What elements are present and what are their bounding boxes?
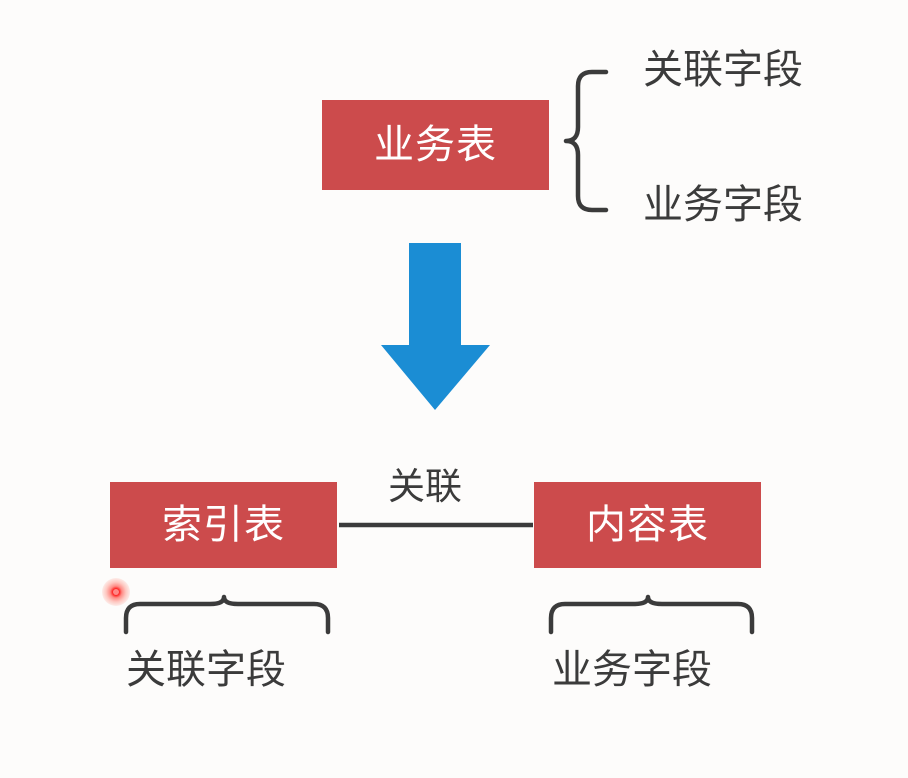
box-business-table[interactable]: 业务表 <box>322 100 549 190</box>
right-curly-brace-icon <box>563 69 609 213</box>
label-bottom-business-field: 业务字段 <box>552 647 712 693</box>
up-curly-brace-right-icon <box>548 594 755 635</box>
label-bottom-association-field: 关联字段 <box>126 647 286 693</box>
box-content-table[interactable]: 内容表 <box>534 482 761 568</box>
label-top-business-field: 业务字段 <box>643 182 803 228</box>
box-index-table[interactable]: 索引表 <box>110 482 337 568</box>
up-curly-brace-left-icon <box>123 594 331 635</box>
down-arrow-icon <box>381 243 490 410</box>
label-top-association-field: 关联字段 <box>643 47 803 93</box>
click-indicator-dot <box>102 578 130 606</box>
label-relation: 关联 <box>388 465 462 508</box>
